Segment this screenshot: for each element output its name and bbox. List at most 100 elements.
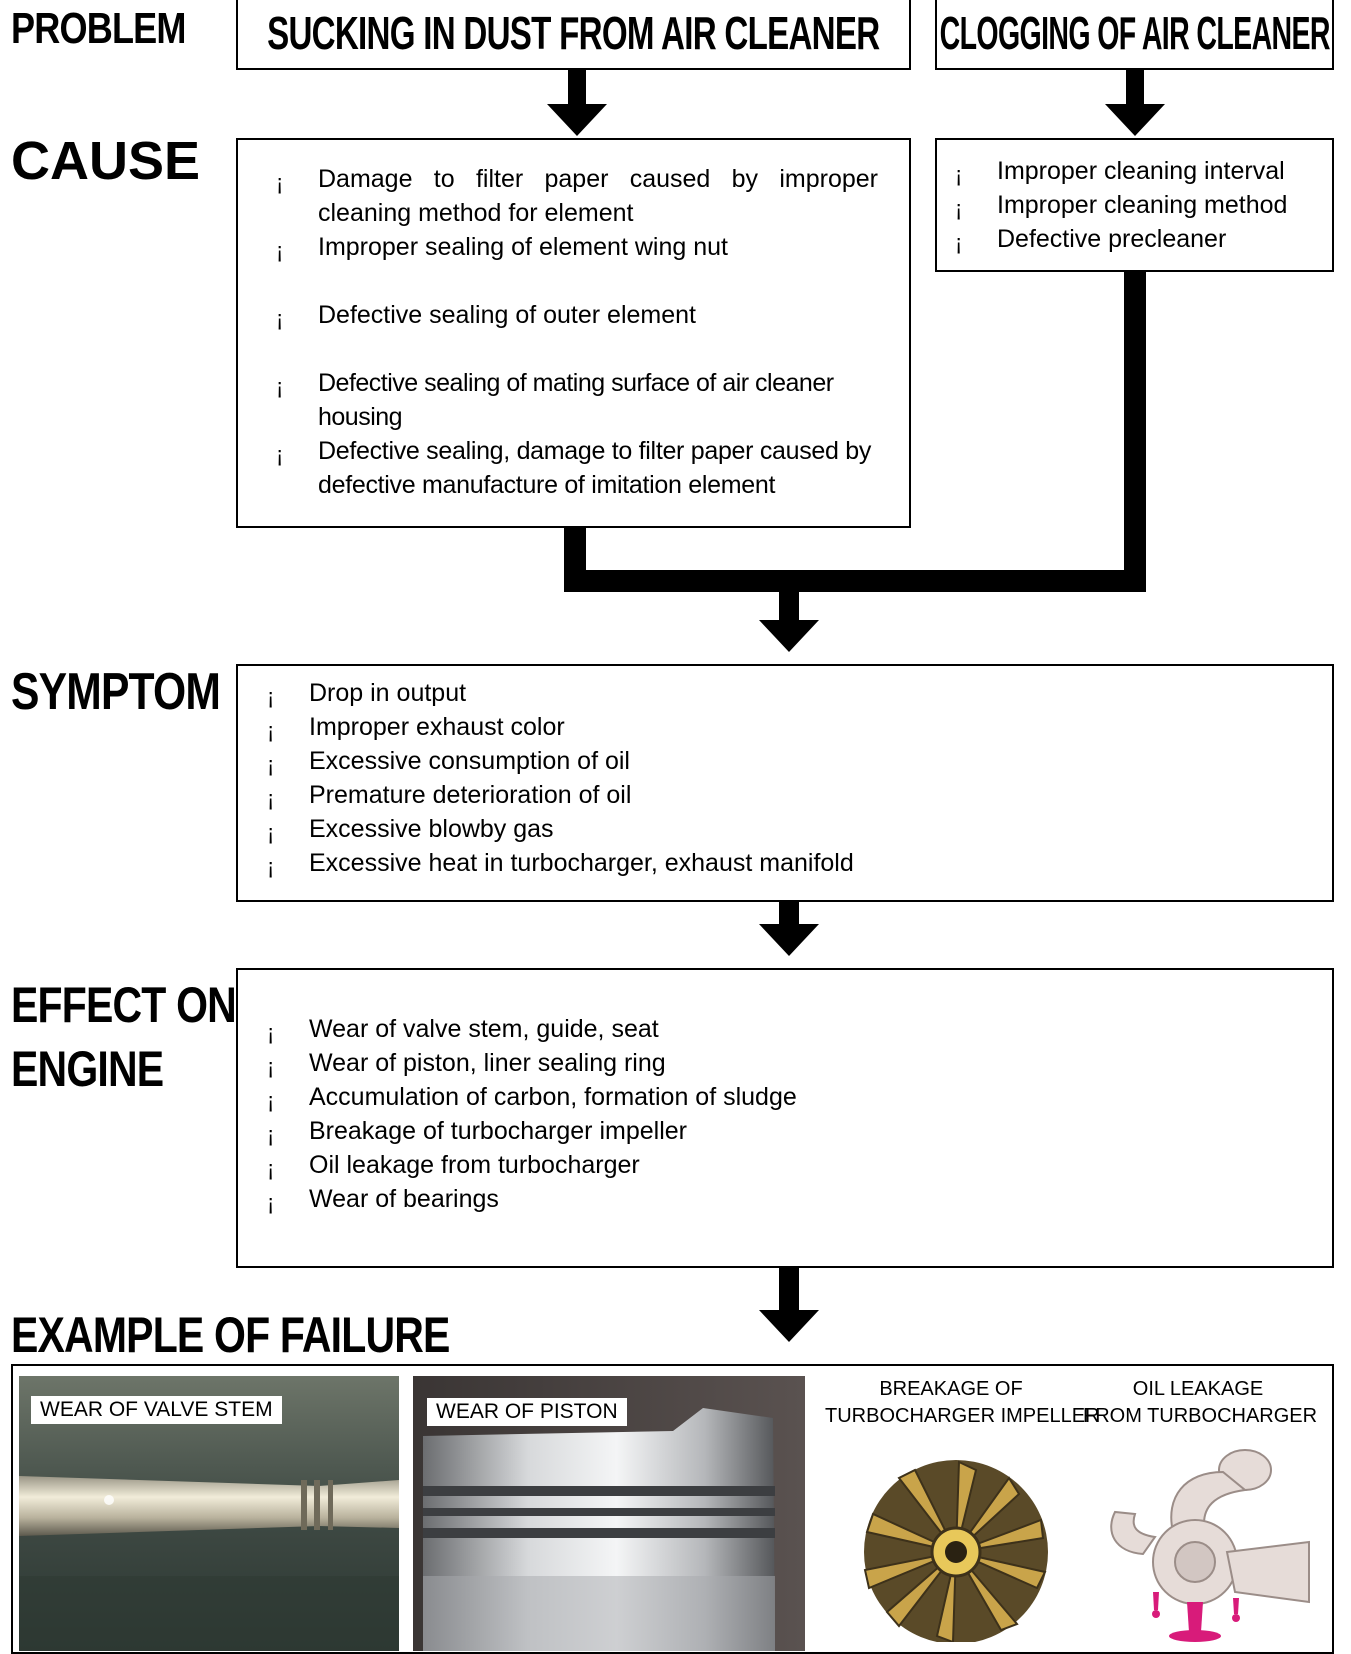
oil-leak-caption-line1: OIL LEAKAGE: [1132, 1378, 1264, 1400]
problem-clogging-text: CLOGGING OF AIR CLEANER: [939, 7, 1330, 59]
symptom-item-text: Drop in output: [309, 679, 467, 707]
list-item: ¡ Excessive blowby gas: [267, 812, 1309, 846]
bullet-icon: ¡: [267, 786, 275, 811]
cause-clog-item-text: Defective precleaner: [997, 225, 1227, 253]
arrow-to-example: [759, 1310, 819, 1342]
arrow-to-effect: [759, 924, 819, 956]
problem-box-dust: SUCKING IN DUST FROM AIR CLEANER: [236, 0, 911, 70]
connector-merge-stem: [779, 592, 799, 622]
list-item: ¡ Improper cleaning interval: [955, 154, 1327, 188]
connector-symptom-stem: [779, 902, 799, 926]
impeller-illustration: [863, 1460, 1048, 1642]
cause-label: CAUSE: [11, 131, 201, 191]
list-item: ¡ Damage to filter paper caused by impro…: [276, 162, 878, 230]
cause-clog-list: ¡ Improper cleaning interval ¡ Improper …: [955, 154, 1327, 256]
connector-effect-stem: [779, 1268, 799, 1312]
symptom-item-text: Excessive blowby gas: [309, 815, 554, 843]
cause-clog-item-text: Improper cleaning method: [997, 191, 1288, 219]
bullet-icon: ¡: [955, 230, 963, 255]
effect-item-text: Accumulation of carbon, formation of slu…: [309, 1083, 797, 1111]
effect-item-text: Wear of piston, liner sealing ring: [309, 1049, 666, 1077]
bullet-icon: ¡: [267, 752, 275, 777]
bullet-icon: ¡: [276, 238, 284, 263]
effect-box: ¡ Wear of valve stem, guide, seat ¡ Wear o…: [236, 968, 1334, 1268]
effect-label-line1: EFFECT ON: [11, 977, 237, 1033]
bullet-icon: ¡: [276, 170, 284, 195]
list-item: ¡ Defective sealing of mating surface of…: [276, 366, 878, 434]
piston-photo: WEAR OF PISTON: [413, 1376, 805, 1651]
oil-leak-caption-line2: FROM TURBOCHARGER: [1083, 1405, 1318, 1427]
problem-label: PROBLEM: [11, 4, 186, 53]
list-item: ¡ Defective sealing, damage to filter pa…: [276, 434, 878, 502]
bullet-icon: ¡: [276, 374, 283, 399]
cause-dust-item-text: Defective sealing, damage to filter pape…: [318, 437, 872, 499]
oil-leak-illustration: [1110, 1449, 1310, 1642]
effect-item-text: Wear of valve stem, guide, seat: [309, 1015, 659, 1043]
symptom-box: ¡Drop in output ¡Improper exhaust color …: [236, 664, 1334, 902]
list-item: ¡ Oil leakage from turbocharger: [267, 1148, 1309, 1182]
symptom-label: SYMPTOM: [11, 663, 221, 721]
cause-dust-list: ¡ Damage to filter paper caused by impro…: [276, 162, 878, 502]
connector-dust-stem: [568, 70, 586, 106]
list-item: ¡ Wear of piston, liner sealing ring: [267, 1046, 1309, 1080]
list-item: ¡ Breakage of turbocharger impeller: [267, 1114, 1309, 1148]
arrow-dust-to-cause: [547, 104, 607, 136]
list-item: ¡ Improper sealing of element wing nut: [276, 230, 878, 264]
effect-item-text: Oil leakage from turbocharger: [309, 1151, 640, 1179]
bullet-icon: ¡: [267, 1020, 275, 1045]
list-item: ¡ Wear of bearings: [267, 1182, 1309, 1216]
bullet-icon: ¡: [267, 820, 275, 845]
bullet-icon: ¡: [267, 1054, 275, 1079]
connector-merge-horizontal: [564, 570, 1146, 592]
list-item: ¡ Accumulation of carbon, formation of sl…: [267, 1080, 1309, 1114]
bullet-icon: ¡: [267, 1156, 275, 1181]
valve-stem-caption: WEAR OF VALVE STEM: [31, 1396, 282, 1424]
list-item: ¡ Improper cleaning method: [955, 188, 1327, 222]
example-label: EXAMPLE OF FAILURE: [11, 1307, 450, 1363]
cause-dust-item-text: Improper sealing of element wing nut: [318, 233, 728, 261]
effect-label-line2: ENGINE: [11, 1041, 164, 1097]
list-item: ¡ Premature deterioration of oil: [267, 778, 1309, 812]
bullet-icon: ¡: [955, 196, 963, 221]
cause-dust-item-text: Damage to filter paper caused by imprope…: [318, 165, 878, 227]
example-box: WEAR OF VALVE STEM: [11, 1364, 1334, 1654]
bullet-icon: ¡: [267, 1190, 275, 1215]
bullet-icon: ¡: [267, 854, 275, 879]
effect-item-text: Wear of bearings: [309, 1185, 499, 1213]
connector-clog-stem: [1126, 70, 1144, 106]
list-item: ¡ Excessive heat in turbocharger, exhaust…: [267, 846, 1309, 880]
list-item: ¡ Defective sealing of outer element: [276, 298, 878, 332]
symptom-list: ¡Drop in output ¡Improper exhaust color …: [267, 676, 1309, 880]
oil-leak-caption: OIL LEAKAGE FROM TURBOCHARGER: [1083, 1376, 1318, 1430]
bullet-icon: ¡: [267, 1088, 275, 1113]
effect-list: ¡ Wear of valve stem, guide, seat ¡ Wear o…: [267, 1012, 1309, 1216]
symptom-item-text: Improper exhaust color: [309, 713, 565, 741]
problem-box-clogging: CLOGGING OF AIR CLEANER: [935, 0, 1334, 70]
symptom-item-text: Excessive consumption of oil: [309, 747, 630, 775]
list-item: ¡ Defective precleaner: [955, 222, 1327, 256]
cause-box-dust: ¡ Damage to filter paper caused by impro…: [236, 138, 911, 528]
cause-dust-item-text: Defective sealing of outer element: [318, 301, 696, 329]
symptom-item-text: Excessive heat in turbocharger, exhaust …: [309, 849, 854, 877]
effect-item-text: Breakage of turbocharger impeller: [309, 1117, 687, 1145]
cause-box-clogging: ¡ Improper cleaning interval ¡ Improper …: [935, 138, 1334, 272]
list-item: ¡ Improper exhaust color: [267, 710, 1309, 744]
impeller-caption-line2: TURBOCHARGER IMPELLER: [825, 1405, 1100, 1427]
bullet-icon: ¡: [267, 1122, 275, 1147]
list-item: ¡ Wear of valve stem, guide, seat: [267, 1012, 1309, 1046]
impeller-caption-line1: BREAKAGE OF: [879, 1378, 1023, 1400]
bullet-icon: ¡: [267, 718, 275, 743]
problem-dust-text: SUCKING IN DUST FROM AIR CLEANER: [267, 7, 880, 59]
list-item: ¡ Excessive consumption of oil: [267, 744, 1309, 778]
bullet-icon: ¡: [267, 684, 275, 709]
arrow-to-symptom: [759, 620, 819, 652]
connector-clog-down: [1124, 272, 1146, 592]
list-item: ¡ Drop in output: [267, 676, 1309, 710]
valve-stem-photo: WEAR OF VALVE STEM: [19, 1376, 399, 1651]
symptom-item-text: Premature deterioration of oil: [309, 781, 632, 809]
bullet-icon: ¡: [955, 162, 963, 187]
bullet-icon: ¡: [276, 306, 284, 331]
arrow-clog-to-cause: [1105, 104, 1165, 136]
valve-stem-image: [19, 1376, 399, 1651]
bullet-icon: ¡: [276, 442, 284, 467]
